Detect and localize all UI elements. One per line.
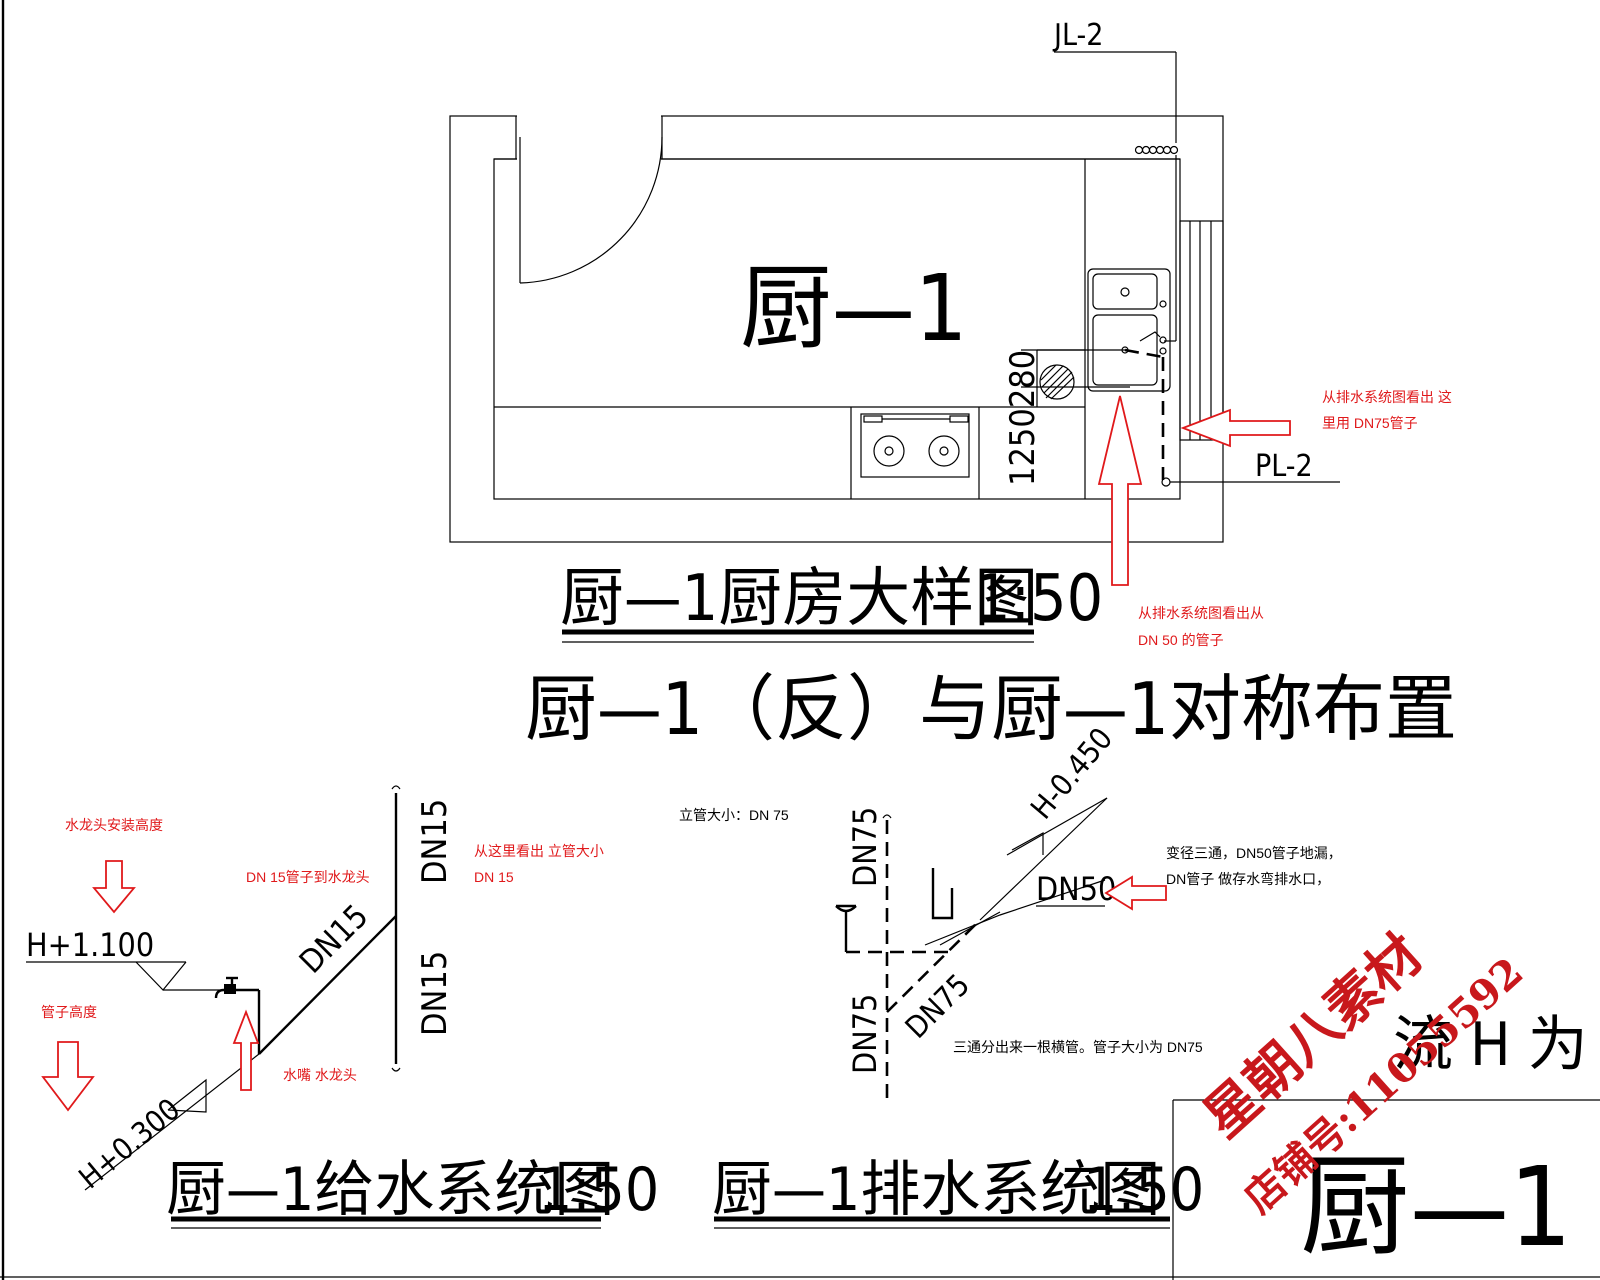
hatched-column: [1039, 364, 1075, 400]
level-top-label: H+1.100: [26, 926, 154, 964]
supply-riser-bottom-label: DN15: [415, 951, 455, 1036]
arrow-pipe-height: [41, 1041, 95, 1112]
kitchen-plan: PL-2 JL-2 1250280 厨—1: [449, 18, 1340, 543]
note-dn50-line2: DN 50 的管子: [1138, 632, 1224, 648]
edge-fragment-1: 流: [1393, 1010, 1453, 1080]
note-reducer-tee-2: DN管子 做存水弯排水口，: [1166, 871, 1330, 887]
note-spout-faucet: 水嘴 水龙头: [283, 1067, 357, 1083]
supply-scale: 1:50: [538, 1155, 659, 1225]
dimension-text: 1250280: [1003, 350, 1043, 486]
supply-diagonal-pipe: [258, 915, 397, 1055]
pl-2-label: PL-2: [1255, 449, 1313, 484]
drain-riser-bottom-label: DN75: [846, 994, 884, 1074]
drain-level-leader: [1006, 797, 1108, 856]
shaft: [1179, 220, 1224, 441]
arrow-spout: [232, 1009, 260, 1091]
note-dn75-line2: 里用 DN75管子: [1322, 415, 1418, 431]
supply-system: DN15 DN15 DN15 H+1.100 H+0.300: [26, 785, 455, 1196]
stove: [860, 413, 970, 478]
plan-room-title: 厨—1: [740, 255, 967, 362]
riser-circles: [1134, 145, 1179, 155]
drain-riser-top-label: DN75: [846, 807, 884, 887]
note-dn75-line1: 从排水系统图看出 这: [1322, 389, 1452, 405]
detail-scale: 1:50: [974, 562, 1103, 636]
note-riser-from-here-2: DN 15: [474, 869, 514, 885]
note-reducer-tee-1: 变径三通，DN50管子地漏，: [1166, 845, 1342, 861]
supply-riser-top-label: DN15: [415, 799, 455, 884]
door-swing: [519, 136, 663, 284]
note-tee-branch: 三通分出来一根横管。管子大小为 DN75: [953, 1039, 1203, 1055]
arrow-dn50: [1097, 395, 1143, 586]
drain-scale: 1:50: [1083, 1155, 1204, 1225]
detail-title: 厨—1厨房大样图: [560, 562, 1038, 636]
double-sink: [1087, 268, 1171, 392]
drain-branch-label: DN50: [1036, 870, 1116, 908]
edge-fragment-2: H 为: [1470, 1010, 1588, 1080]
arrow-dn50-branch: [1104, 875, 1167, 911]
note-riser-from-here-1: 从这里看出 立管大小: [474, 843, 604, 859]
note-dn50-line1: 从排水系统图看出从: [1138, 605, 1264, 621]
jl-2-label: JL-2: [1052, 18, 1103, 53]
supply-diagonal-label: DN15: [292, 897, 376, 981]
trap-icon: [931, 868, 954, 920]
note-pipe-height: 管子高度: [41, 1004, 97, 1020]
faucet-icon: [224, 984, 236, 994]
note-riser-size: 立管大小：DN 75: [679, 807, 789, 823]
level-bottom-leader: [84, 1053, 260, 1191]
supply-title: 厨—1给水系统图: [166, 1155, 614, 1225]
note-dn15-to-faucet: DN 15管子到水龙头: [246, 869, 370, 885]
symmetric-note: 厨—1（反）与厨—1对称布置: [525, 667, 1457, 751]
arrow-dn75: [1180, 408, 1291, 448]
arrow-faucet-height: [92, 860, 136, 914]
corner-title: 厨—1: [1300, 1143, 1572, 1271]
drain-title: 厨—1排水系统图: [712, 1155, 1160, 1225]
note-faucet-height: 水龙头安装高度: [65, 817, 163, 833]
door-opening: [517, 115, 661, 161]
drain-diagonal-label: DN75: [899, 968, 977, 1046]
